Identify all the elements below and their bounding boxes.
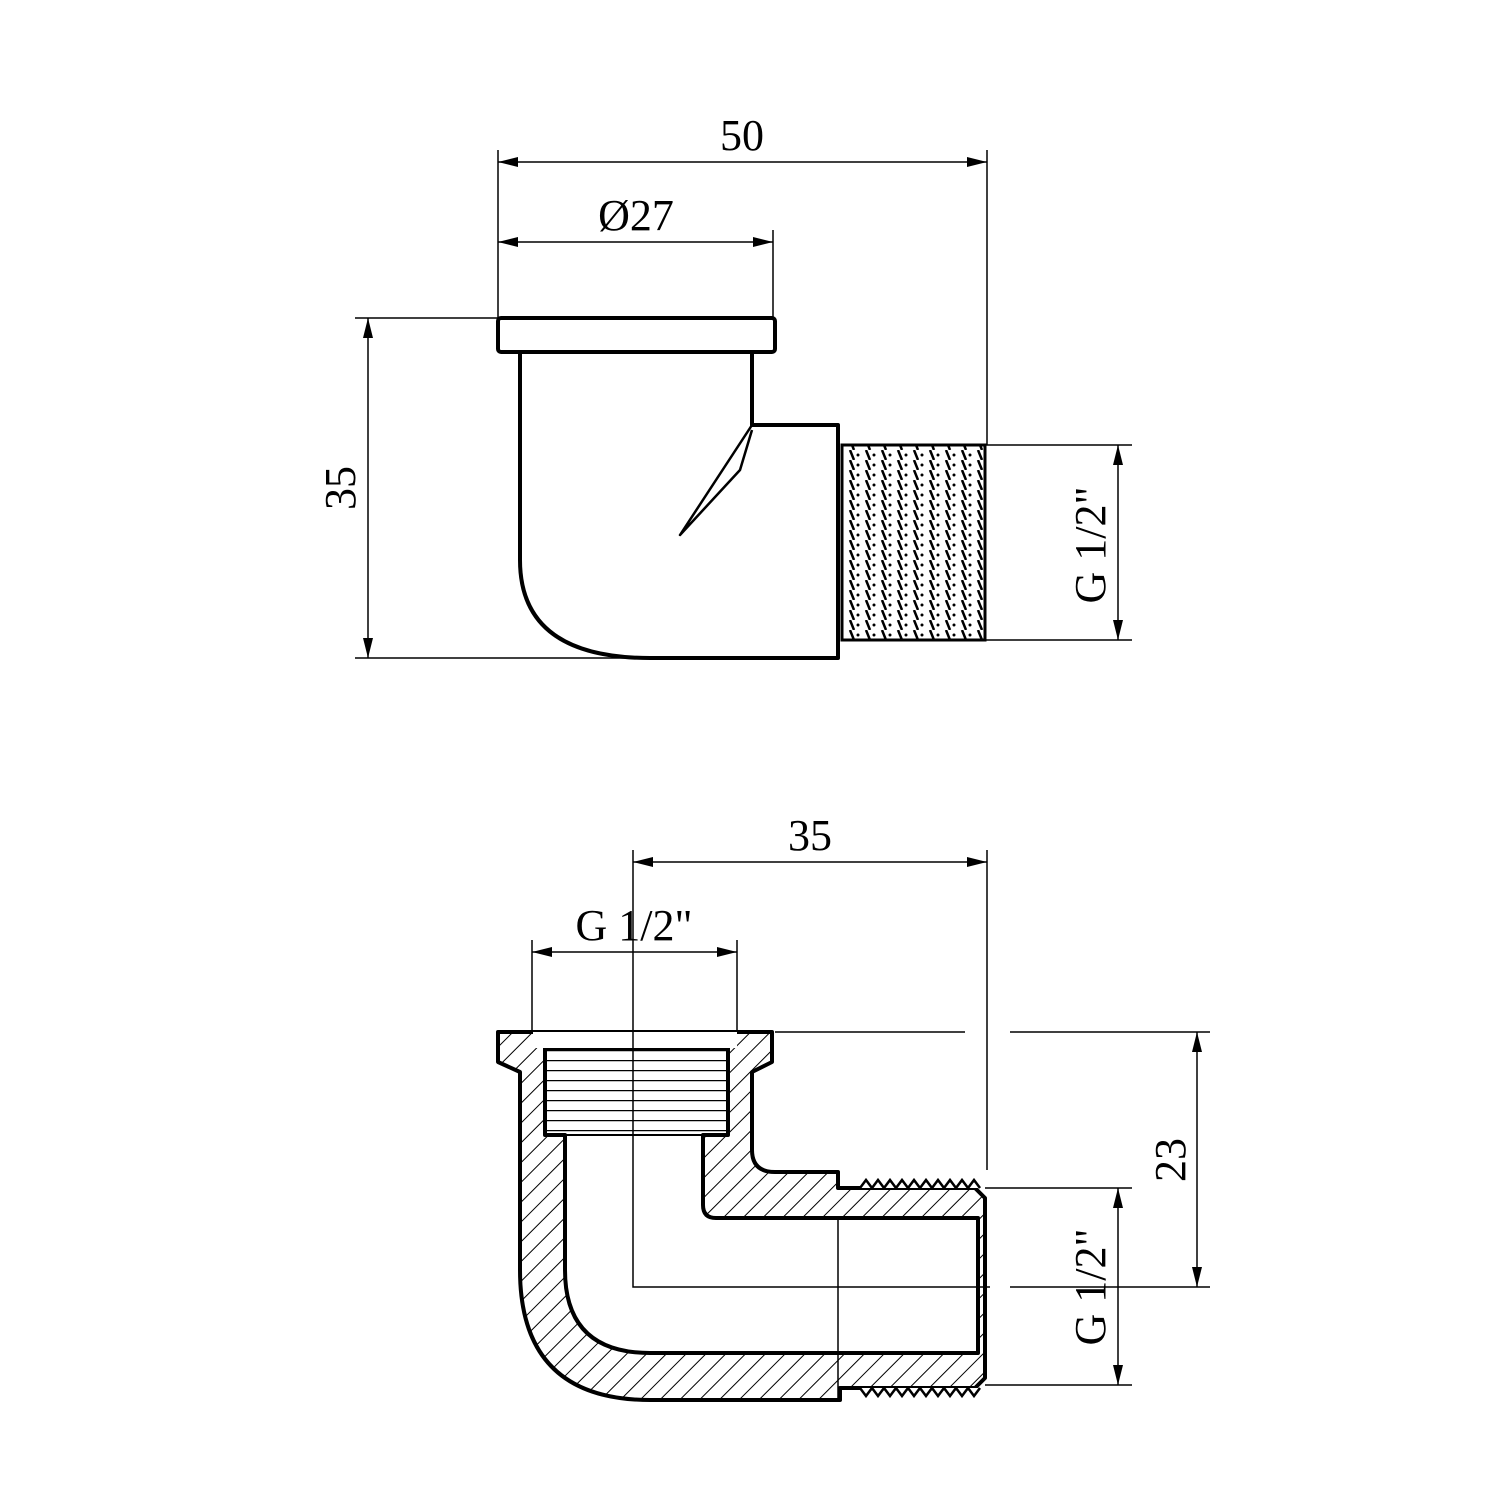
dim-label-male-thread: G 1/2" bbox=[1066, 487, 1115, 604]
male-thread-top bbox=[859, 1177, 981, 1191]
dim-label-height: 35 bbox=[316, 466, 365, 510]
body-rib bbox=[678, 424, 754, 537]
dim-label-offset: 23 bbox=[1146, 1138, 1195, 1182]
male-thread-bottom bbox=[859, 1385, 981, 1399]
dim-label-overall-length: 50 bbox=[720, 111, 764, 160]
dim-label-section-length: 35 bbox=[788, 811, 832, 860]
section-hatch bbox=[496, 1030, 987, 1402]
section-dimensions: 35 G 1/2" 23 G 1/2" bbox=[531, 811, 1210, 1386]
elbow-section-view bbox=[496, 970, 990, 1402]
dim-label-section-male-thread: G 1/2" bbox=[1066, 1229, 1115, 1346]
dim-label-flange-diameter: Ø27 bbox=[598, 191, 674, 240]
elbow-body bbox=[518, 352, 840, 660]
center-line bbox=[632, 970, 990, 1288]
top-dimensions: 50 Ø27 35 G 1/2" bbox=[316, 111, 1132, 659]
female-thread bbox=[544, 1049, 729, 1136]
male-thread bbox=[840, 443, 987, 642]
dim-label-female-thread: G 1/2" bbox=[576, 901, 693, 950]
elbow-side-view bbox=[496, 316, 987, 660]
flange bbox=[496, 316, 777, 354]
